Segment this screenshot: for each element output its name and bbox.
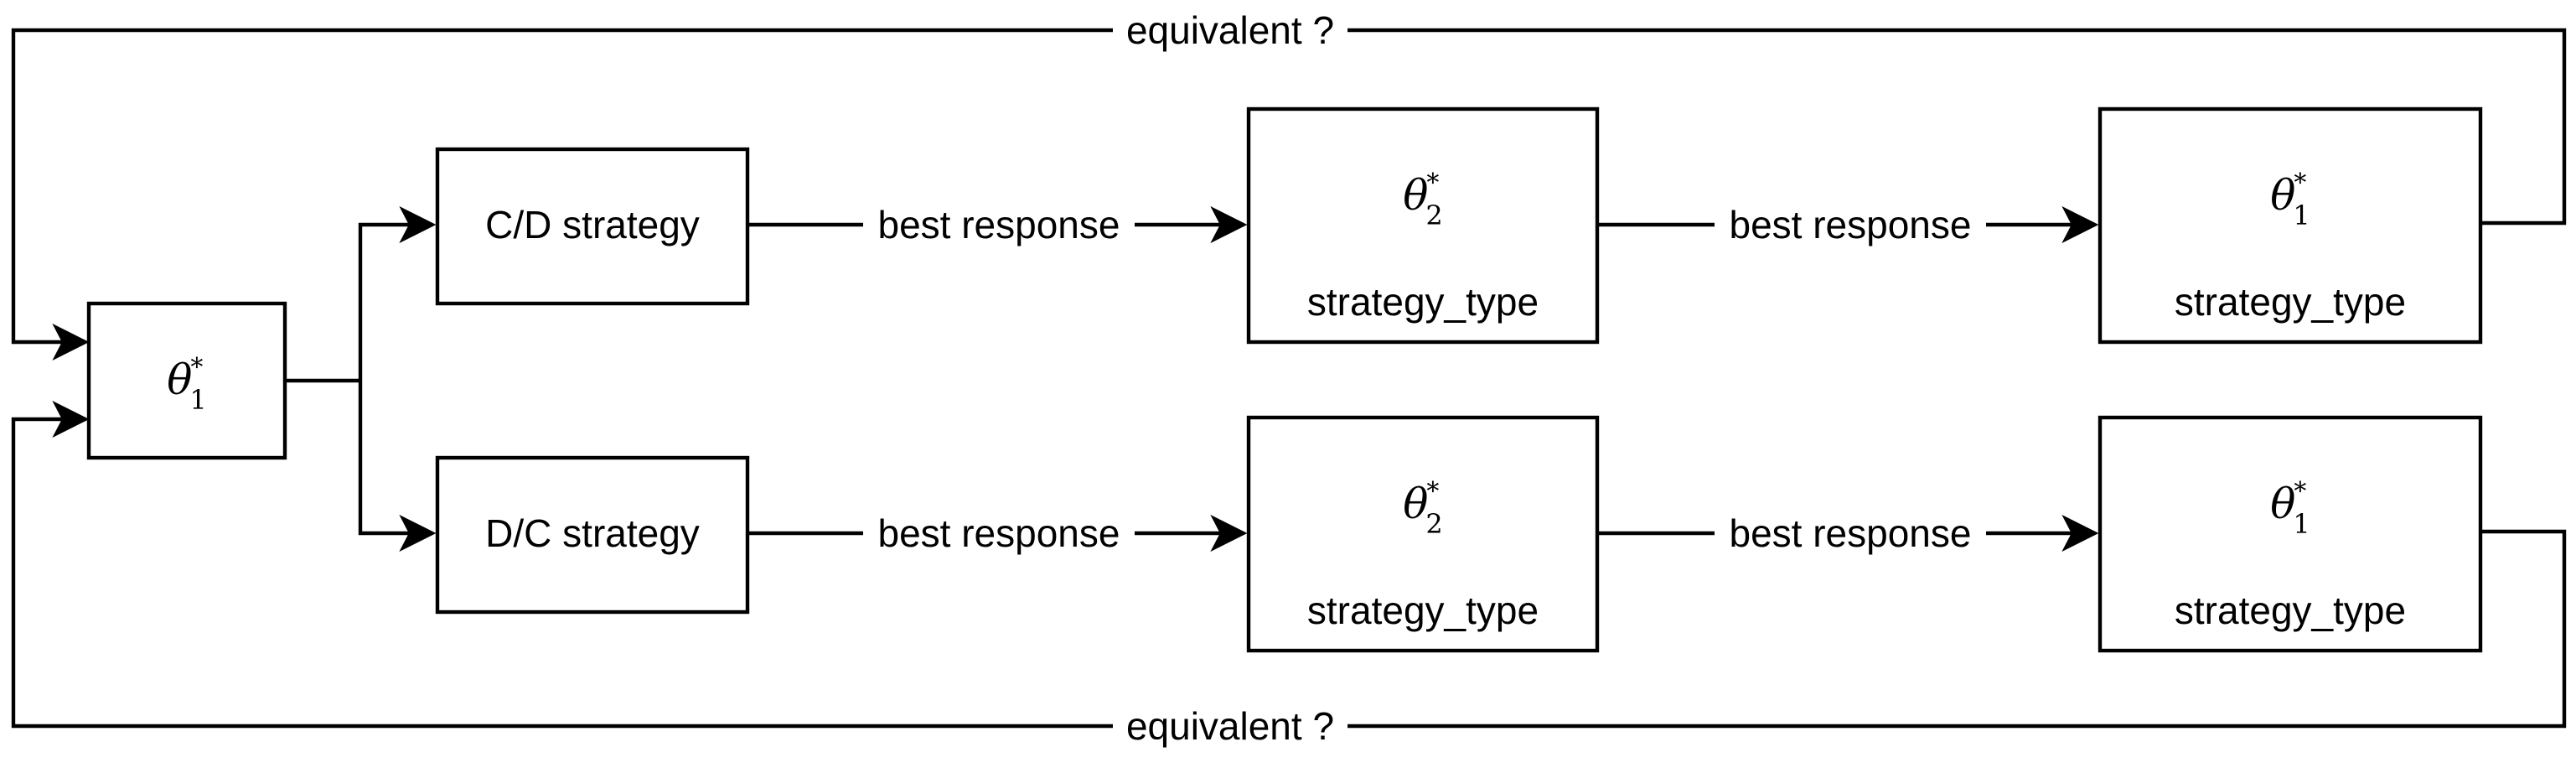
bottom-end-label: strategy_type xyxy=(2175,589,2406,632)
start-node-math: θ*1 xyxy=(167,353,206,416)
top-best-response-label-1: best response xyxy=(863,203,1135,246)
bottom-mid-math: θ*2 xyxy=(1403,477,1442,540)
split-edge-top xyxy=(358,206,437,381)
top-end-label: strategy_type xyxy=(2175,280,2406,324)
dc-strategy-label: D/C strategy xyxy=(485,511,700,555)
top-loop-label-text: equivalent ? xyxy=(1126,8,1334,52)
bottom-end-node: θ*1 strategy_type xyxy=(2098,415,2483,653)
bottom-end-math: θ*1 xyxy=(2270,477,2310,540)
bottom-best-response-label-2: best response xyxy=(1715,511,1986,555)
top-mid-node: θ*2 strategy_type xyxy=(1246,106,1600,345)
edge-label-text: best response xyxy=(1730,511,1972,555)
edge-label-text: best response xyxy=(878,203,1120,246)
edge-label-text: best response xyxy=(878,511,1120,555)
top-mid-math: θ*2 xyxy=(1403,169,1442,231)
bottom-loop-label-text: equivalent ? xyxy=(1126,704,1334,748)
top-best-response-label-2: best response xyxy=(1715,203,1986,246)
cd-strategy-label: C/D strategy xyxy=(485,203,700,246)
top-loop-label: equivalent ? xyxy=(1113,8,1347,52)
bottom-loop-label: equivalent ? xyxy=(1113,704,1347,748)
dc-strategy-node: D/C strategy xyxy=(435,455,750,615)
split-edge-bottom xyxy=(358,381,437,552)
start-node: θ*1 xyxy=(86,301,287,460)
cd-strategy-node: C/D strategy xyxy=(435,147,750,306)
top-end-math: θ*1 xyxy=(2270,169,2310,231)
bottom-mid-node: θ*2 strategy_type xyxy=(1246,415,1600,653)
bottom-best-response-label-1: best response xyxy=(863,511,1135,555)
bottom-mid-label: strategy_type xyxy=(1307,589,1539,632)
top-end-node: θ*1 strategy_type xyxy=(2098,106,2483,345)
edge-label-text: best response xyxy=(1730,203,1972,246)
top-mid-label: strategy_type xyxy=(1307,280,1539,324)
